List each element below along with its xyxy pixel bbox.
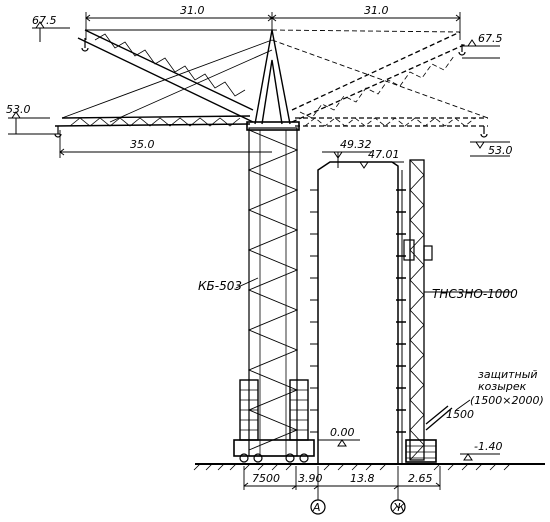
elev-zero: 0.00 <box>330 426 355 439</box>
canopy-height: 1500 <box>446 408 474 421</box>
ground-dim-13-8: 13.8 <box>350 472 375 485</box>
ground-dim-7500: 7500 <box>252 472 280 485</box>
tower-lattice <box>247 129 299 451</box>
ground-dim-390: 3.90 <box>298 472 323 485</box>
bottom-dimension <box>243 466 441 500</box>
left-booms <box>54 29 273 138</box>
min-reach: 35.0 <box>130 138 155 151</box>
elev-right-high: 67.5 <box>478 32 503 45</box>
canopy <box>425 405 453 431</box>
hoist-tower <box>403 159 437 463</box>
axis-a-label: А <box>312 501 321 514</box>
elev-building-top1: 49.32 <box>340 138 372 151</box>
ground-hatch <box>193 463 511 471</box>
elev-building-top2: 47.01 <box>368 148 400 161</box>
canopy-label-2: козырек <box>478 380 527 393</box>
axis-zh-circle <box>390 499 406 515</box>
elev-left-low: 53.0 <box>6 103 31 116</box>
reach-dimension <box>59 130 272 158</box>
hoist-model-label: ТНС3НО-1000 <box>432 287 518 301</box>
top-right-span: 31.0 <box>364 4 389 17</box>
top-left-span: 31.0 <box>180 4 205 17</box>
elev-right-low: 53.0 <box>488 144 513 157</box>
right-booms <box>271 29 489 127</box>
canopy-label-3: (1500×2000) <box>470 394 544 407</box>
elevation-marks <box>8 21 510 461</box>
top-dimension <box>85 12 461 40</box>
canopy-label-1: защитный <box>478 368 538 381</box>
elev-pit: -1.40 <box>474 440 502 453</box>
axis-a-circle <box>310 499 326 515</box>
crane-leader <box>235 277 259 289</box>
text-labels: 31.0 31.0 35.0 67.5 53.0 67.5 53.0 49.32… <box>6 4 544 514</box>
crane-model-label: КБ-503 <box>198 279 242 293</box>
building <box>310 161 406 465</box>
ground-dim-2-65: 2.65 <box>408 472 433 485</box>
axis-zh-label: Ж <box>392 501 406 514</box>
crane-tower <box>233 121 315 463</box>
elev-left-high: 67.5 <box>32 14 57 27</box>
canopy-leader <box>455 399 471 411</box>
